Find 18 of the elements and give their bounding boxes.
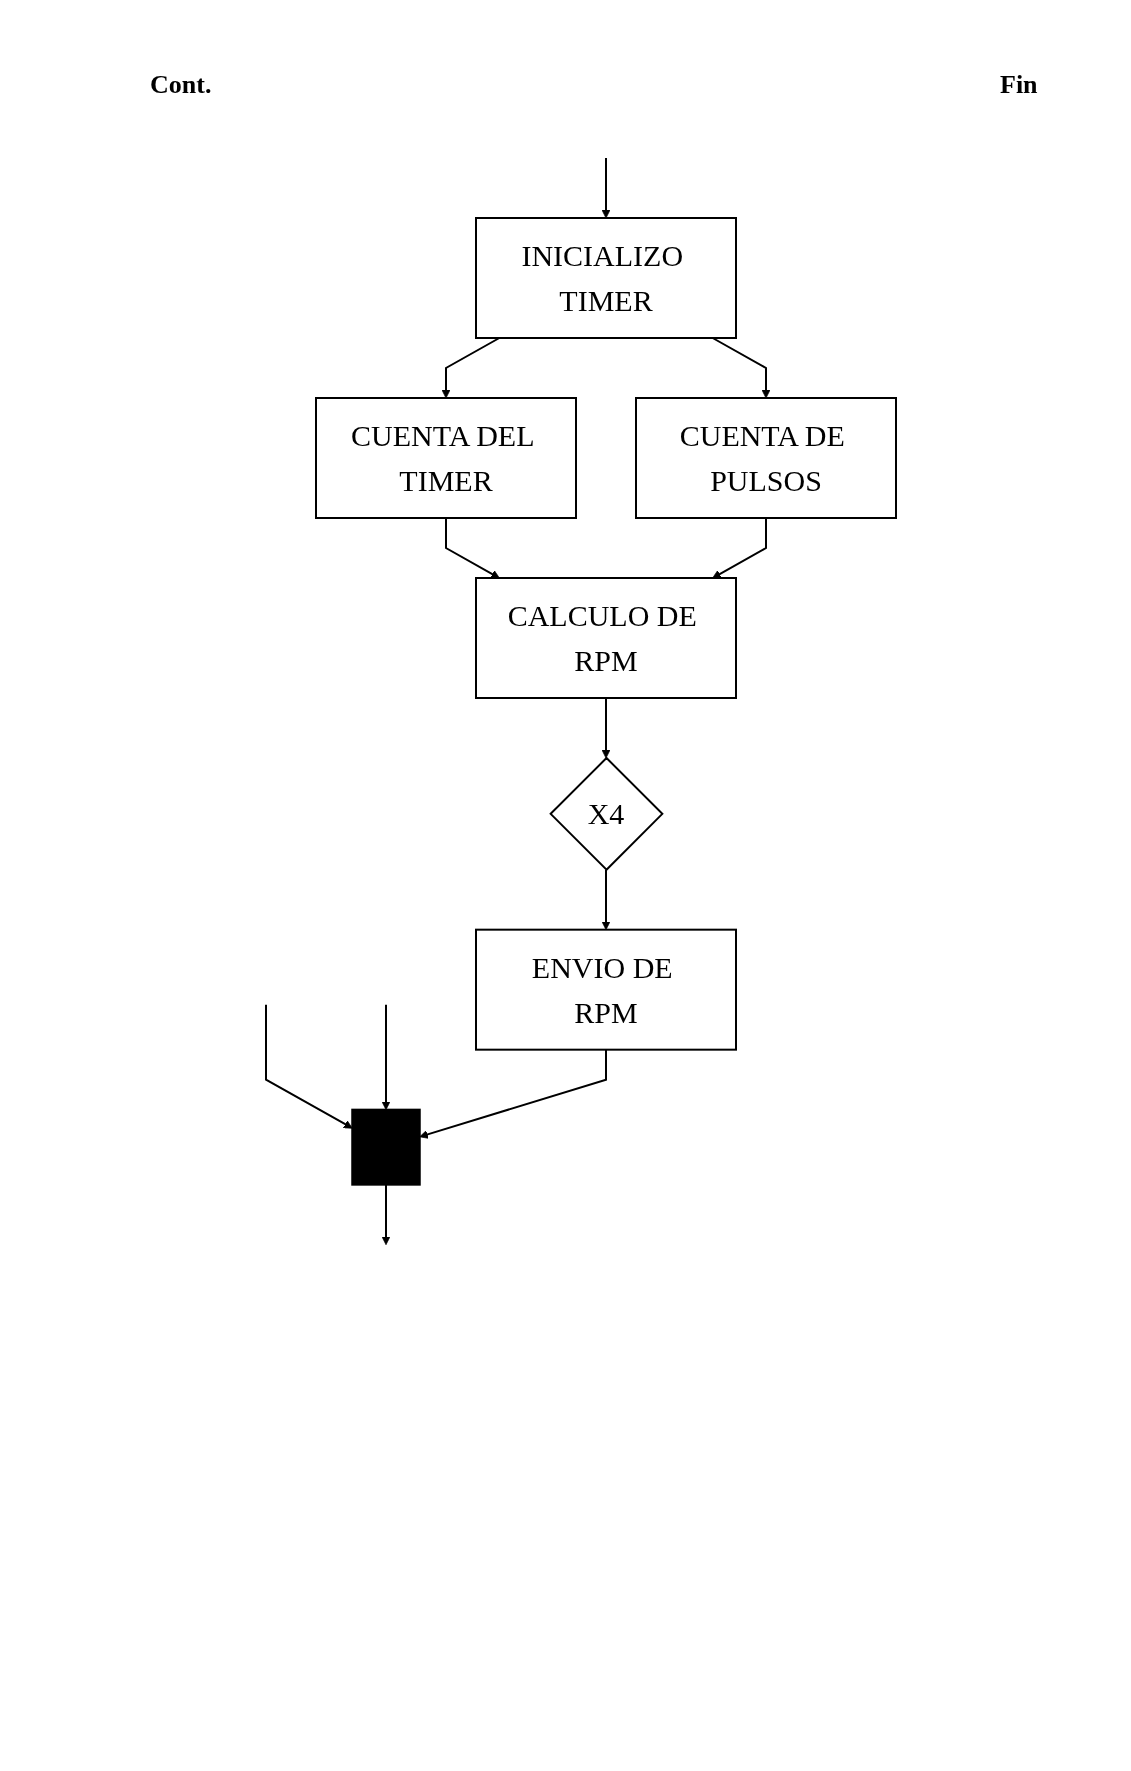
node-bar — [350, 1108, 421, 1186]
arrow — [601, 868, 610, 931]
node-box: ENVIO DE RPM — [474, 928, 737, 1051]
arrow — [381, 1003, 390, 1111]
flow-note: Cont. — [150, 70, 212, 100]
node-box: CALCULO DE RPM — [474, 577, 737, 699]
node-box: CUENTA DE PULSOS — [634, 397, 897, 519]
arrow — [601, 697, 610, 759]
flow-note: Fin — [1000, 70, 1038, 100]
arrow — [381, 1183, 390, 1246]
node-box: INICIALIZO TIMER — [474, 217, 737, 339]
arrow — [711, 517, 767, 579]
arrow — [444, 517, 500, 579]
arrow — [601, 157, 610, 219]
node-diamond: X4 — [548, 756, 664, 872]
arrow — [441, 337, 500, 399]
node-box: CUENTA DEL TIMER — [314, 397, 577, 519]
arrow — [711, 337, 770, 399]
